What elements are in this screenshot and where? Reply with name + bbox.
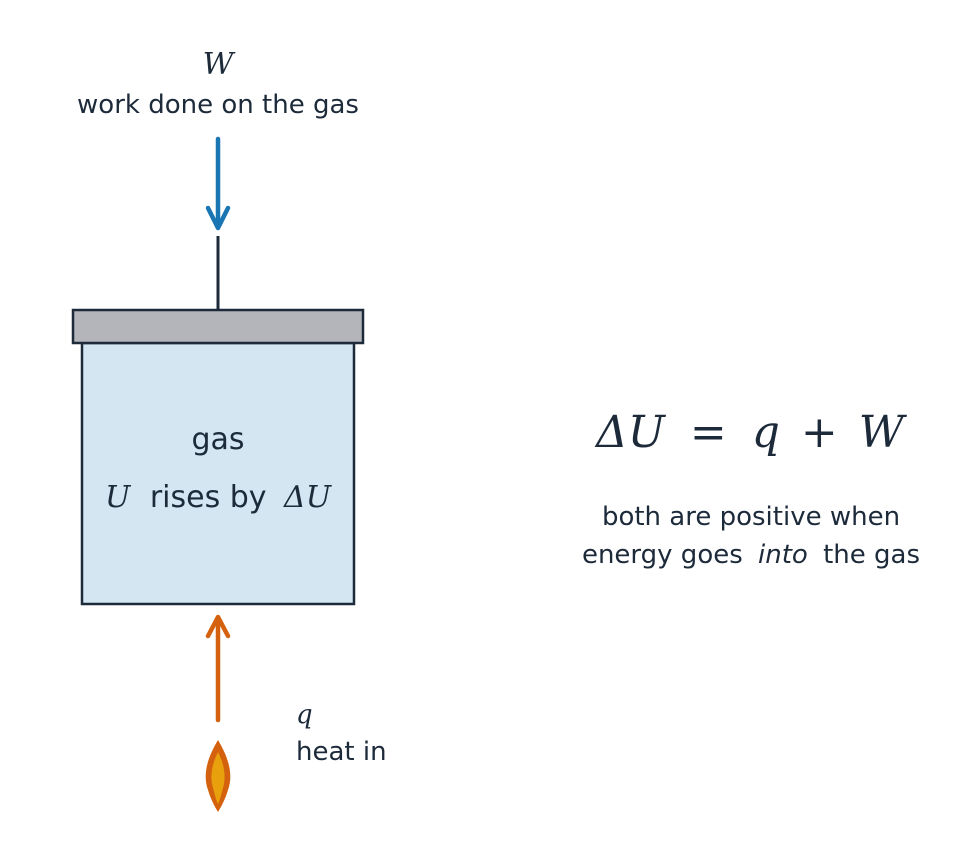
- work-arrow: [205, 136, 231, 231]
- work-label: work done on the gas: [77, 90, 359, 120]
- sign-note-prefix: energy goes: [582, 540, 743, 570]
- first-law-equation: ΔU = q + W: [594, 407, 908, 458]
- gas-label: gas: [191, 422, 244, 457]
- gas-container: [80, 341, 356, 606]
- work-symbol: W: [203, 47, 236, 82]
- gas-energy-line: U rises by ΔU: [105, 480, 333, 515]
- equation-w: W: [859, 407, 908, 458]
- piston: [71, 308, 365, 345]
- flame-icon: [205, 740, 231, 812]
- sign-note-line1: both are positive when: [602, 502, 900, 532]
- sign-note-suffix: the gas: [823, 540, 920, 570]
- equation-equals: =: [690, 407, 727, 458]
- gas-delta-symbol: ΔU: [283, 480, 333, 515]
- heat-label: heat in: [296, 737, 387, 767]
- equation-q: q: [752, 407, 780, 458]
- sign-note-line2: energy goes into the gas: [582, 540, 920, 570]
- heat-symbol: q: [296, 700, 313, 730]
- heat-arrow: [205, 614, 231, 723]
- sign-note-emphasis: into: [758, 540, 808, 570]
- equation-plus: +: [801, 407, 838, 458]
- gas-rises-text: rises by: [150, 480, 267, 515]
- gas-energy-symbol: U: [105, 480, 132, 515]
- equation-lhs: ΔU: [594, 407, 667, 458]
